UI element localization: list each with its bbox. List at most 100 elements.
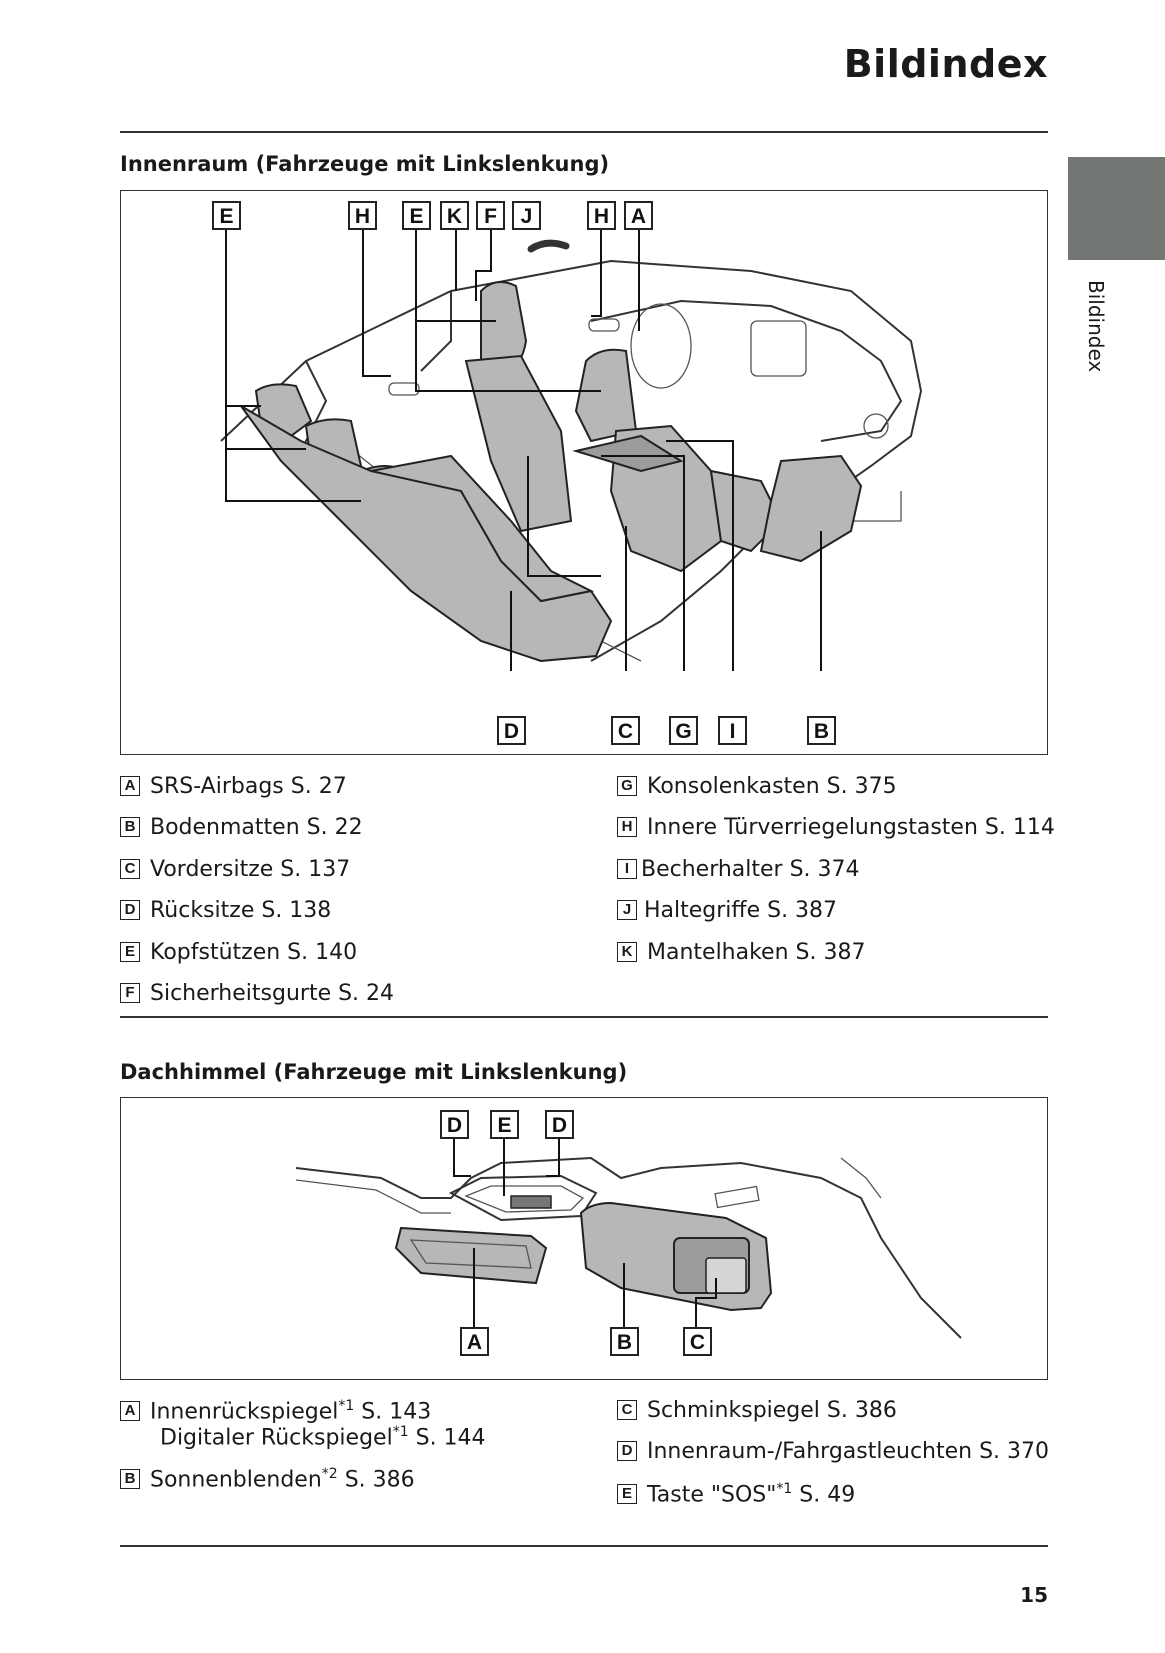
label-box-D2 xyxy=(545,1110,574,1139)
chapter-tab xyxy=(1068,157,1165,260)
footer-rule xyxy=(120,1545,1048,1547)
front-right-seat-back xyxy=(574,348,638,443)
interior-figure: E H E K F J H A D C G I B xyxy=(120,190,1048,755)
legend-key-B2: B xyxy=(120,1469,140,1490)
label-H1: H xyxy=(355,205,370,228)
windshield-edge xyxy=(840,1157,882,1199)
label-box-A xyxy=(460,1327,489,1356)
label-A: A xyxy=(631,205,646,228)
legend-text-seat-belts: Sicherheitsgurte S. 24 xyxy=(150,981,395,1006)
label-box-I xyxy=(718,716,747,745)
legend-key-E3: E xyxy=(617,1484,637,1505)
chapter-side-label: Bildindex xyxy=(1084,280,1108,373)
label-B: B xyxy=(814,720,829,743)
label-I: I xyxy=(730,720,736,743)
legend-text-inner-mirror: Innenrückspiegel xyxy=(150,1399,339,1425)
page-title: Bildindex xyxy=(843,42,1048,86)
headliner-figure: D E D A B C xyxy=(120,1097,1048,1380)
label-box-E1 xyxy=(212,201,241,230)
label-B: B xyxy=(617,1331,632,1354)
legend-key-A: A xyxy=(120,776,140,796)
label-box-H2 xyxy=(587,201,616,230)
label-A: A xyxy=(467,1331,482,1354)
overhead-console xyxy=(448,1174,598,1222)
dashboard xyxy=(590,299,903,442)
grab-handle xyxy=(527,239,570,253)
dash-vent xyxy=(863,413,889,439)
section-heading-interior: Innenraum (Fahrzeuge mit Linkslenkung) xyxy=(120,152,610,176)
sos-button-panel xyxy=(510,1195,552,1209)
car-body-outline xyxy=(220,259,923,662)
legend-text-floor-mats: Bodenmatten S. 22 xyxy=(150,815,363,840)
legend-key-E: E xyxy=(120,942,140,962)
legend-text-vanity-mirror: Schminkspiegel S. 386 xyxy=(647,1398,897,1423)
page-number: 15 xyxy=(1020,1583,1048,1607)
footnote-mark-1b: *1 xyxy=(392,1424,409,1441)
center-display xyxy=(750,320,807,377)
label-box-B xyxy=(807,716,836,745)
legend-line-digital-mirror: Digitaler Rückspiegel*1 S. 144 xyxy=(160,1424,486,1450)
figure-labels-top: E H E K F J H A xyxy=(212,201,653,230)
label-E1: E xyxy=(219,205,233,228)
legend-key-J: J xyxy=(617,900,637,920)
door-lock-button-rear xyxy=(388,382,420,396)
label-box-F xyxy=(476,201,505,230)
label-D: D xyxy=(504,720,519,743)
label-box-K xyxy=(440,201,469,230)
figure-labels-bottom: D C G I B xyxy=(497,716,836,745)
headliner-edge-inner xyxy=(295,1179,451,1214)
label-D1: D xyxy=(447,1114,462,1137)
legend-text-sun-visors-page: S. 386 xyxy=(337,1467,415,1493)
legend-text-grab-handles: Haltegriffe S. 387 xyxy=(644,898,838,923)
label-G: G xyxy=(675,720,691,743)
legend-text-srs-airbags: SRS-Airbags S. 27 xyxy=(150,774,347,799)
label-box-D1 xyxy=(440,1110,469,1139)
label-box-B xyxy=(610,1327,639,1356)
legend-text-door-lock-buttons: Innere Türverriegelungstasten S. 114 xyxy=(647,815,1055,840)
label-box-C xyxy=(611,716,640,745)
headliner-illustration: D E D A B C xyxy=(295,1110,962,1356)
label-box-J xyxy=(512,201,541,230)
legend-key-K: K xyxy=(617,942,637,962)
legend-item-E: E Kopfstützen S. 140 xyxy=(120,940,357,965)
legend-key-I: I xyxy=(617,859,637,879)
label-F: F xyxy=(484,205,497,228)
headliner-leader-lines xyxy=(453,1138,717,1328)
legend-text-sos-button: Taste "SOS" xyxy=(647,1482,777,1508)
label-E: E xyxy=(497,1114,511,1137)
leader-lines xyxy=(225,216,822,671)
legend-key-F: F xyxy=(120,983,140,1003)
rear-view-mirror-glass xyxy=(409,1239,532,1269)
rear-view-mirror xyxy=(394,1226,548,1285)
legend-item-A: A SRS-Airbags S. 27 xyxy=(120,774,347,799)
legend-text-headrests: Kopfstützen S. 140 xyxy=(150,940,358,965)
label-box-G xyxy=(669,716,698,745)
label-box-A xyxy=(624,201,653,230)
legend-item-F: F Sicherheitsgurte S. 24 xyxy=(120,981,394,1006)
rear-seat-cushion xyxy=(370,454,595,603)
section-divider-1 xyxy=(120,1016,1048,1018)
center-console xyxy=(572,434,684,473)
legend-text-front-seats: Vordersitze S. 137 xyxy=(150,857,351,882)
label-J: J xyxy=(521,205,533,228)
legend-text-cup-holders: Becherhalter S. 374 xyxy=(641,857,860,882)
footnote-mark-2: *2 xyxy=(321,1466,338,1482)
header-rule xyxy=(120,131,1048,133)
headliner-labels-top: D E D xyxy=(440,1110,574,1139)
legend-item-J: J Haltegriffe S. 387 xyxy=(617,898,837,923)
overhead-console-inner xyxy=(464,1185,585,1213)
label-C: C xyxy=(618,720,633,743)
footnote-mark-1c: *1 xyxy=(776,1481,793,1497)
floor-mat xyxy=(759,454,863,563)
